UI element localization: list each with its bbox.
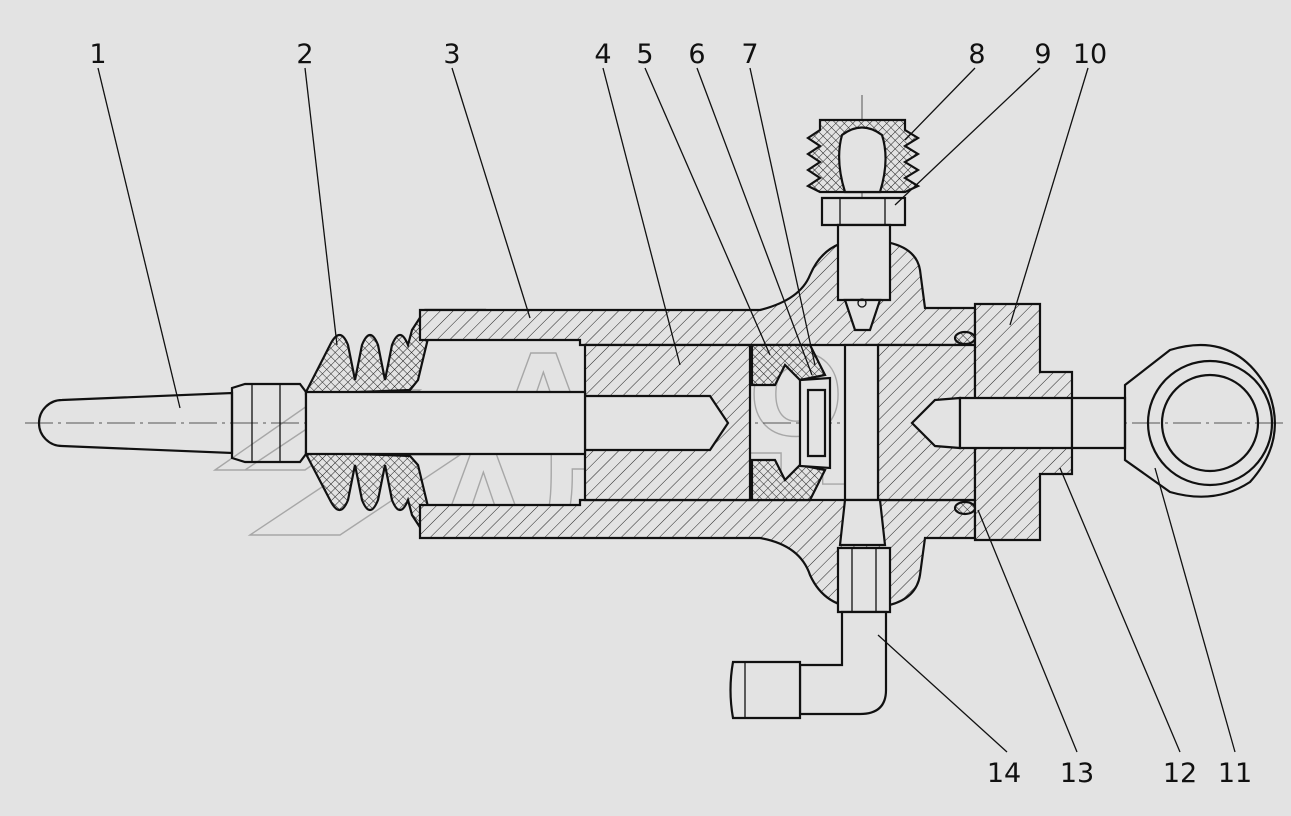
callout-5: 5 bbox=[636, 39, 653, 70]
top-cap bbox=[805, 118, 921, 194]
callout-9: 9 bbox=[1034, 39, 1051, 70]
callout-4: 4 bbox=[594, 39, 611, 70]
callout-1: 1 bbox=[89, 39, 106, 70]
callout-7: 7 bbox=[741, 39, 758, 70]
elbow-fitting bbox=[729, 498, 892, 720]
callout-2: 2 bbox=[296, 39, 313, 70]
callout-8: 8 bbox=[968, 39, 985, 70]
callout-labels: 1 2 3 4 5 6 7 8 9 10 11 12 13 14 bbox=[89, 39, 1252, 789]
central-channel bbox=[843, 343, 880, 502]
callout-6: 6 bbox=[688, 39, 705, 70]
leader-lines bbox=[97, 67, 1236, 753]
callout-12: 12 bbox=[1163, 758, 1197, 789]
bleed-nipple bbox=[820, 196, 907, 332]
callout-13: 13 bbox=[1060, 758, 1094, 789]
callout-11: 11 bbox=[1218, 758, 1252, 789]
callout-3: 3 bbox=[443, 39, 460, 70]
cup-seal bbox=[750, 343, 827, 502]
flange bbox=[953, 302, 1074, 542]
eye-end bbox=[1070, 343, 1276, 498]
callout-14: 14 bbox=[987, 758, 1021, 789]
callout-10: 10 bbox=[1073, 39, 1107, 70]
valve-disc bbox=[798, 376, 832, 470]
piston bbox=[583, 343, 752, 502]
push-rod bbox=[304, 390, 587, 456]
